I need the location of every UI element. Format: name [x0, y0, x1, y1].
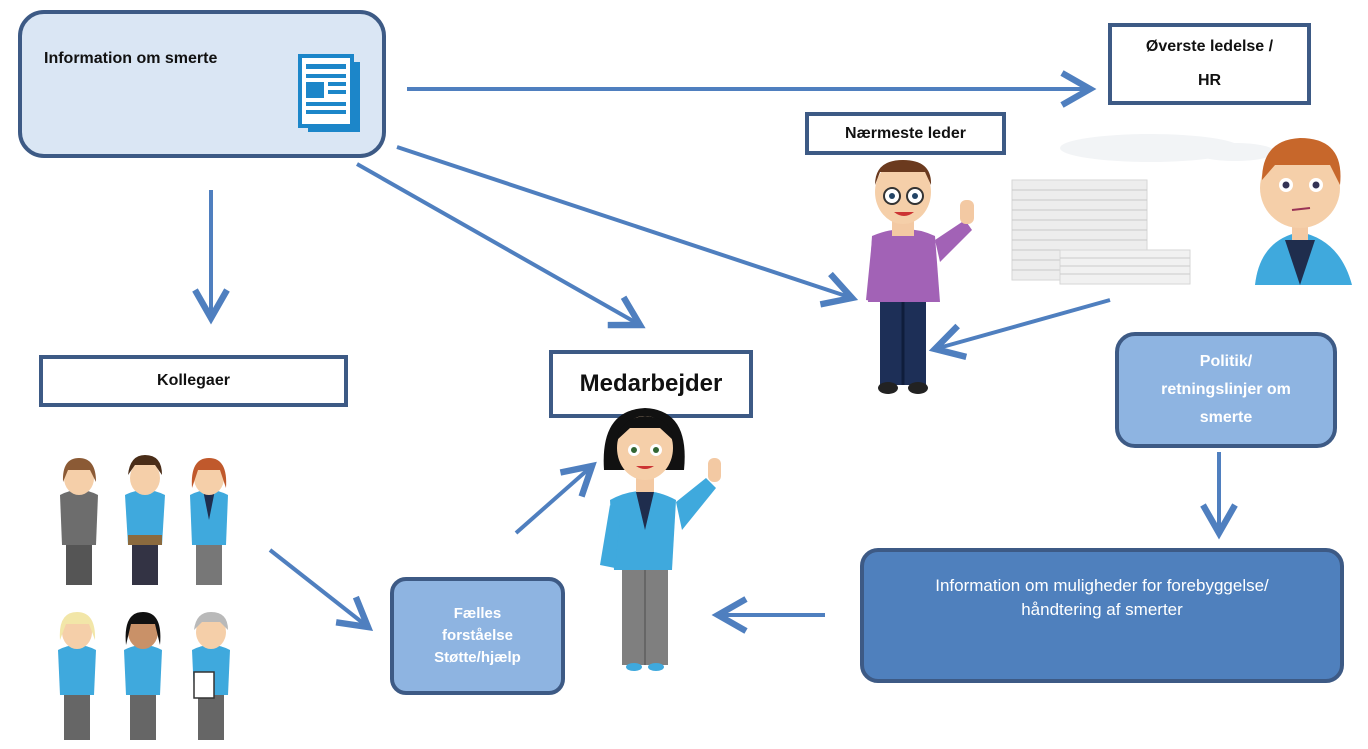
woman-employee-figure	[600, 408, 721, 671]
possibilities-info-box: Information om muligheder for forebyggel…	[860, 548, 1344, 683]
arrow-info-to-leader	[396, 145, 859, 308]
policy-line1: Politik/	[1199, 353, 1253, 370]
shared-line3: Støtte/hjælp	[434, 649, 521, 666]
shared-line2: forståelse	[442, 627, 513, 644]
hr-person-figure	[1255, 138, 1352, 285]
policy-line2: retningslinjer om	[1161, 381, 1291, 398]
colleague-figure	[192, 612, 230, 740]
top-management-hr-box: Øverste ledelse / HR	[1108, 23, 1311, 105]
arrow-hr-to-leader	[928, 298, 1111, 360]
colleague-figure	[190, 458, 228, 585]
colleagues-group	[58, 455, 230, 740]
shared-understanding-box: Fælles forståelse Støtte/hjælp	[390, 577, 565, 695]
colleagues-box: Kollegaer	[39, 355, 348, 407]
employee-box: Medarbejder	[549, 350, 753, 418]
info-about-pain-label: Information om smerte	[44, 50, 218, 67]
paper-stack	[1011, 179, 1191, 285]
colleagues-label: Kollegaer	[157, 372, 230, 389]
arrow-info-to-employee	[356, 162, 646, 329]
colleague-figure	[125, 455, 165, 585]
shared-line1: Fælles	[453, 605, 502, 622]
nearest-leader-figure	[866, 160, 974, 394]
colleague-figure	[60, 458, 98, 585]
possibilities-line1: Information om muligheder for forebyggel…	[935, 576, 1269, 595]
possibilities-line2: håndtering af smerter	[1021, 600, 1183, 619]
colleague-figure	[58, 612, 96, 740]
arrow-colleagues-to-shared	[268, 548, 374, 631]
nearest-leader-box: Nærmeste leder	[805, 112, 1006, 155]
policy-box: Politik/ retningslinjer om smerte	[1115, 332, 1337, 448]
document-icon	[298, 54, 360, 132]
top-management-line2: HR	[1197, 72, 1222, 89]
thought-cloud	[1060, 134, 1275, 162]
arrow-shared-to-employee	[514, 461, 597, 535]
policy-line3: smerte	[1199, 409, 1253, 426]
nearest-leader-label: Nærmeste leder	[845, 124, 966, 142]
top-management-line1: Øverste ledelse /	[1145, 38, 1274, 55]
colleague-figure	[124, 612, 162, 740]
info-about-pain-box: Information om smerte	[18, 10, 386, 158]
employee-label: Medarbejder	[579, 370, 723, 397]
